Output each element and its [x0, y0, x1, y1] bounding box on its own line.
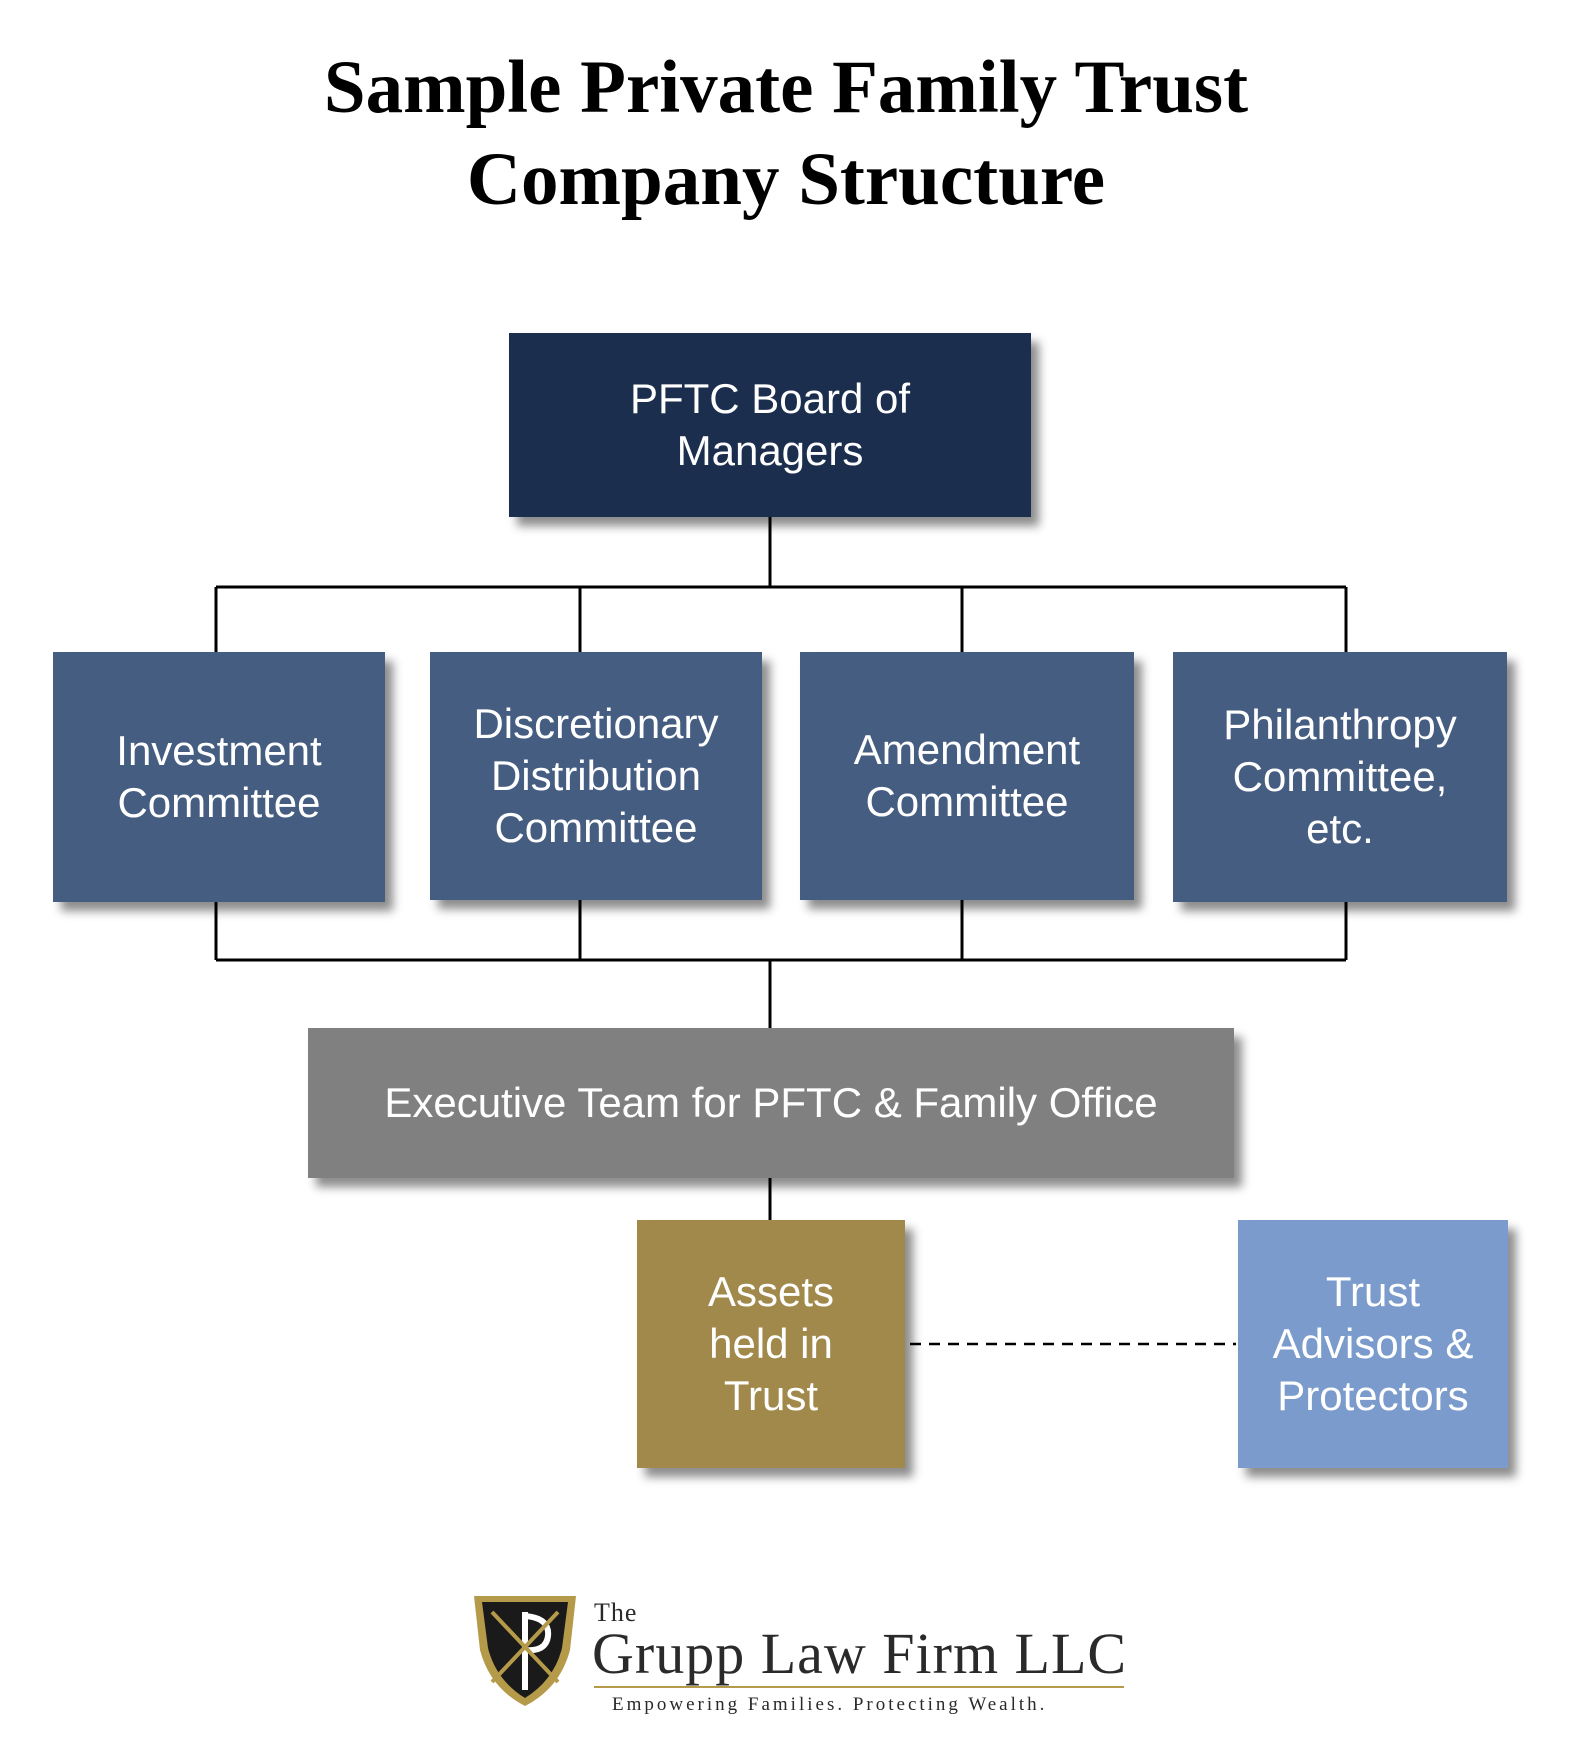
trust-advisors-box: Trust Advisors & Protectors [1238, 1220, 1508, 1468]
logo-tagline: Empowering Families. Protecting Wealth. [612, 1694, 1048, 1715]
philanthropy-committee-label: Philanthropy Committee, etc. [1223, 701, 1457, 852]
assets-label: Assets held in Trust [707, 1268, 835, 1419]
philanthropy-committee-box: Philanthropy Committee, etc. [1173, 652, 1507, 902]
board-of-managers-box: PFTC Board of Managers [509, 333, 1031, 517]
board-label: PFTC Board of Managers [629, 375, 911, 474]
title-line-1: Sample Private Family Trust [323, 46, 1249, 129]
logo-divider [594, 1686, 1124, 1688]
investment-committee-label: Investment Committee [116, 727, 322, 826]
firm-logo: The Grupp Law Firm LLC Empowering Famili… [470, 1590, 1130, 1740]
shield-crest-icon [474, 1596, 576, 1706]
distribution-committee-label: Discretionary Distribution Committee [473, 700, 719, 851]
amendment-committee-box: Amendment Committee [800, 652, 1134, 900]
assets-held-in-trust-box: Assets held in Trust [637, 1220, 905, 1468]
title-line-2: Company Structure [466, 138, 1106, 221]
logo-the-text: The [594, 1598, 638, 1627]
amendment-committee-label: Amendment Committee [853, 726, 1081, 825]
distribution-committee-box: Discretionary Distribution Committee [430, 652, 762, 900]
executive-team-label: Executive Team for PFTC & Family Office [384, 1079, 1158, 1126]
page-title: Sample Private Family Trust Company Stru… [0, 42, 1572, 226]
advisors-label: Trust Advisors & Protectors [1272, 1268, 1474, 1419]
investment-committee-box: Investment Committee [53, 652, 385, 902]
logo-firm-name: Grupp Law Firm LLC [592, 1621, 1128, 1686]
executive-team-box: Executive Team for PFTC & Family Office [308, 1028, 1234, 1178]
